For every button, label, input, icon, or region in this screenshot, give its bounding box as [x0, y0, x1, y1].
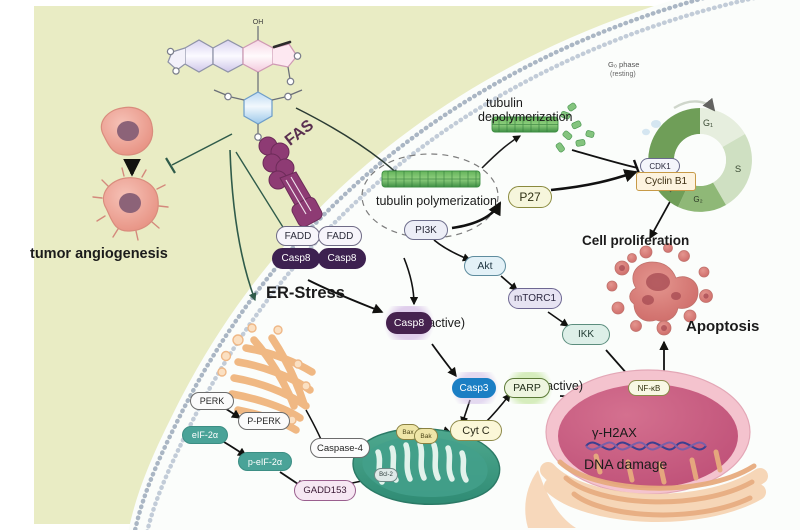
node-caspase4[interactable]: Caspase-4: [310, 438, 370, 458]
phase-label-s: S: [735, 164, 741, 175]
apoptotic-chromatin: [619, 265, 709, 331]
molecule-structure: [166, 26, 303, 147]
phase-label-g2: G₂: [693, 195, 702, 204]
node-casp8-1[interactable]: Casp8: [272, 248, 320, 269]
rough-er-perinuclear: [540, 449, 768, 523]
phase-label-g1: G₁: [703, 118, 713, 128]
node-casp3[interactable]: Casp3: [452, 378, 496, 398]
node-p-perk[interactable]: P-PERK: [238, 412, 290, 430]
label-tubulin-depolymerization-line2: depolymerization: [478, 110, 573, 124]
arrow-g0-resting: [673, 97, 716, 112]
node-bak[interactable]: Bak: [414, 428, 438, 444]
node-p27[interactable]: P27: [508, 186, 552, 208]
tumor-cell-invasive: [92, 167, 169, 241]
tubulin-dimers-scattered: [555, 102, 595, 153]
atom-label-oh: OH: [253, 19, 264, 26]
label-dna-damage: DNA damage: [584, 456, 668, 472]
arrow-polymer-to-depolymer: [481, 135, 522, 169]
g0-cells: [642, 120, 661, 136]
label-cell-proliferation: Cell proliferation: [582, 233, 690, 248]
arrow-drug-to-er-stress: [229, 149, 257, 302]
label-tubulin-polymerization: tubulin polymerization: [376, 194, 497, 208]
fas-receptor: [258, 136, 323, 228]
tumor-cell-round: [100, 106, 154, 156]
arrow-fadd-to-casp8active: [307, 279, 384, 314]
arrow-mtorc1-to-ikk: [547, 311, 570, 327]
arrow-inhibit-angiogenesis: [165, 133, 233, 174]
node-akt[interactable]: Akt: [464, 256, 506, 276]
arrow-pi3k-to-p27: [451, 201, 502, 230]
node-casp8-active[interactable]: Casp8: [386, 312, 432, 334]
label-tubulin-depolymerization-line1: tubulin: [486, 96, 523, 110]
mitochondrion: [352, 427, 501, 505]
node-gadd153[interactable]: GADD153: [294, 480, 356, 501]
node-nfkb[interactable]: NF-κB: [628, 380, 670, 396]
apoptotic-cell: [606, 243, 713, 336]
arrow-cyclinb1-to-proliferation: [649, 197, 673, 240]
label-er-stress: ER-Stress: [266, 284, 345, 302]
microtubule-polymerized: [381, 170, 481, 188]
node-pi3k[interactable]: PI3K: [404, 220, 448, 240]
node-mtorc1[interactable]: mTORC1: [508, 288, 562, 309]
node-bcl2[interactable]: Bcl-2: [374, 468, 398, 482]
node-cyclin-b1[interactable]: Cyclin B1: [636, 172, 696, 191]
arrow-p27-to-cdk1: [550, 169, 638, 192]
label-g0-phase: G₀ phase: [608, 60, 640, 69]
node-parp[interactable]: PARP: [504, 378, 550, 398]
node-eif2a[interactable]: eIF-2α: [182, 426, 228, 444]
microtubule-depolymerizing: [491, 102, 595, 153]
node-casp8-2[interactable]: Casp8: [318, 248, 366, 269]
er-wedge: [525, 470, 576, 528]
label-gamma-h2ax: γ-H2AX: [592, 425, 637, 440]
node-perk[interactable]: PERK: [190, 392, 234, 410]
line-drug-to-fas: [235, 151, 287, 233]
node-fadd-1[interactable]: FADD: [276, 226, 320, 246]
node-ikk[interactable]: IKK: [562, 324, 610, 345]
label-tumor-angiogenesis: tumor angiogenesis: [30, 246, 168, 262]
dna-helix: [585, 441, 707, 451]
tubulin-polymerization-region: [361, 153, 499, 239]
node-fadd-2[interactable]: FADD: [318, 226, 362, 246]
arrow-to-casp8-active: [403, 257, 419, 306]
label-g0-resting: (resting): [610, 71, 636, 78]
label-apoptosis: Apoptosis: [686, 318, 760, 335]
node-p-eif2a[interactable]: p-eIF-2α: [238, 452, 292, 471]
node-cyt-c[interactable]: Cyt C: [450, 420, 502, 441]
